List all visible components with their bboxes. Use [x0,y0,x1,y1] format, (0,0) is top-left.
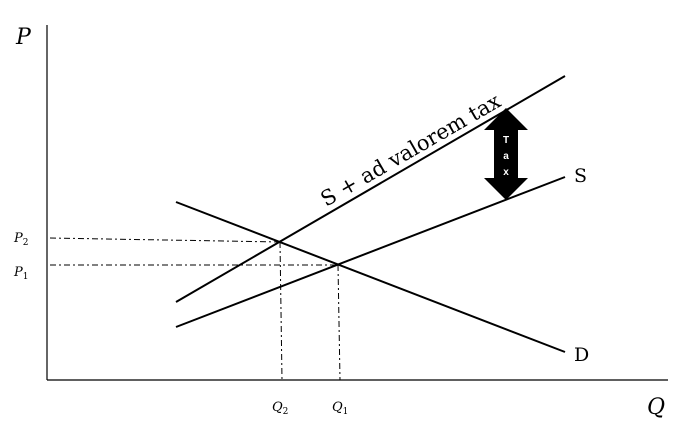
taxed-supply-label: S + ad valorem tax [317,89,505,212]
q1-label-sub: 1 [343,407,349,417]
taxed-supply-curve [175,75,566,303]
tax-letter-x: x [503,167,509,178]
p2-label-base: P [13,231,23,246]
p2-guide-line [49,237,281,243]
supply-curve [175,176,566,328]
p1-label-sub: 1 [23,272,29,282]
demand-curve [175,201,566,353]
p1-label: P1 [13,265,28,282]
q1-label: Q1 [332,400,348,417]
x-axis-label: Q [647,395,665,420]
tax-arrow [484,108,528,200]
p2-label: P2 [13,231,28,248]
y-axis-label: P [15,25,32,50]
q1-label-base: Q [332,400,343,415]
q2-label-base: Q [272,400,283,415]
q2-label-sub: 2 [283,407,289,417]
q2-guide-line [279,241,283,381]
q1-guide-line [337,264,341,381]
supply-label: S [574,165,587,187]
demand-label: D [574,344,589,366]
p1-label-base: P [13,265,23,280]
p2-label-sub: 2 [23,238,29,248]
tax-letter-a: a [503,151,509,162]
q2-label: Q2 [272,400,288,417]
tax-letter-t: T [503,135,509,146]
